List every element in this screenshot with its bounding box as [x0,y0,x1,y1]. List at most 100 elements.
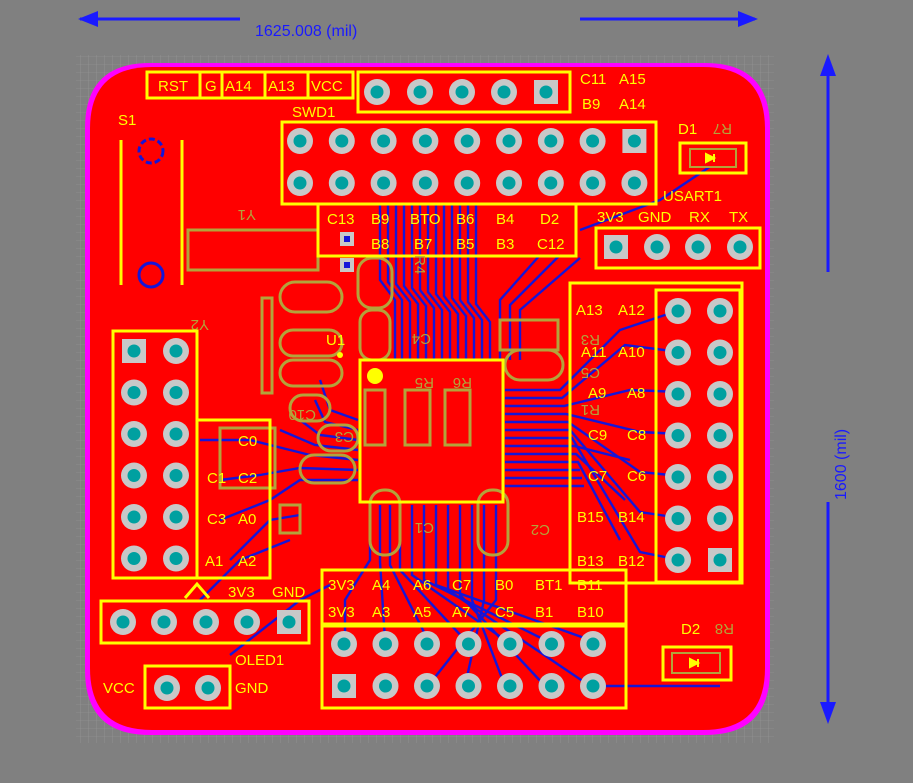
swd1-label: SWD1 [292,104,335,121]
pad-hole [497,85,511,99]
pad-hole [116,615,130,629]
pad-hole [691,240,705,254]
pad-hole [545,637,558,651]
svg-text:3V3: 3V3 [328,604,355,621]
svg-text:C5: C5 [495,604,514,621]
power-label-3v3: 3V3 [228,584,255,601]
svg-text:B10: B10 [577,604,604,621]
power-header-pin1-marker [183,581,211,599]
pad-hole [127,386,141,399]
pad-hole [157,615,171,629]
pin-label-vcc: VCC [311,78,343,95]
svg-text:A10: A10 [618,344,645,361]
dimension-horizontal [78,11,758,27]
pad-hole [713,553,727,567]
c5-label: C5 [581,364,600,381]
svg-text:B11: B11 [577,577,603,594]
switch-s1[interactable]: S1 [118,112,184,289]
label-d2: D2 [540,211,559,228]
svg-text:C7: C7 [452,577,471,594]
pad-hole [671,387,685,401]
r4-label: R4 [411,255,428,274]
svg-text:B1: B1 [535,604,553,621]
pad-hole [377,176,391,190]
pad-hole [169,552,183,565]
board-copper [90,67,765,730]
dimension-height-label: 1600 (mil) [833,429,850,500]
pad-hole [713,429,727,442]
label-c11: C11 [580,71,606,88]
svg-text:A8: A8 [627,385,645,402]
svg-text:A4: A4 [372,577,390,594]
pad-hole [502,176,516,190]
pad-hole [503,637,517,651]
c4-label: C4 [412,330,431,347]
r5-label: R5 [415,374,434,391]
r7-label: R7 [713,120,732,137]
d1-label: D1 [678,121,697,138]
pad-hole [169,469,183,482]
left-header-labels: C0 C1 C2 C3 A0 A1 A2 [205,433,257,570]
usart-label-3v3: 3V3 [597,209,624,226]
bottom-header-label-box [320,568,628,628]
label-b9-top: B9 [371,211,389,228]
pad-hole [379,679,392,693]
svg-text:A2: A2 [238,553,256,570]
pin-label-rst: RST [158,78,188,95]
svg-text:C1: C1 [207,470,226,487]
svg-text:B15: B15 [577,509,604,526]
pad-hole [671,304,685,318]
c2-label: C2 [531,521,550,538]
mcu-pin1-marker [367,368,383,384]
y1-label: Y1 [238,206,256,223]
svg-text:C3: C3 [207,511,226,528]
svg-text:A12: A12 [618,302,645,319]
r6-label: R6 [453,374,472,391]
label-c12: C12 [537,236,565,253]
mcu-bottom-passives [363,388,472,447]
label-b8: B8 [371,236,389,253]
pad-hole [201,681,215,695]
c1-label: C1 [415,519,434,536]
svg-text:A7: A7 [452,604,470,621]
svg-text:A13: A13 [576,302,603,319]
mcu-u1-outline [358,358,505,504]
pad-hole [169,510,183,524]
pad-hole [293,176,307,190]
usart1-outline [594,226,762,270]
usart-label-tx: TX [729,209,748,226]
pad-hole [713,346,727,359]
pin-label-a13: A13 [268,78,295,95]
s1-label: S1 [118,112,136,129]
pad-hole [502,134,516,148]
svg-text:A1: A1 [205,553,223,570]
through-hole-pads [110,79,753,701]
r8-label: R8 [715,620,734,637]
bottom-header-outline [320,622,628,710]
power-label-gnd: GND [272,584,306,601]
pad-hole [337,679,351,693]
pad-hole [713,512,727,525]
pin-label-a14: A14 [225,78,252,95]
pin-label-g: G [205,78,217,95]
pad-hole [671,429,685,442]
pad-hole [460,134,474,148]
u1-label: U1 [326,332,345,349]
pad-hole [503,679,517,693]
pad-hole [335,134,349,148]
pad-hole [544,176,558,190]
label-a14: A14 [619,96,646,113]
svg-text:C8: C8 [627,427,646,444]
pad-hole [462,679,475,693]
svg-text:C6: C6 [627,468,646,485]
pad-hole [671,553,685,567]
svg-text:C7: C7 [588,468,607,485]
pad-hole [733,240,747,254]
pad-hole [282,615,296,629]
pad-hole [127,469,141,482]
label-b9: B9 [582,96,600,113]
svg-text:BT1: BT1 [535,577,563,594]
pad-hole [169,344,183,358]
dimension-width-label: 1625.008 (mil) [255,23,357,40]
label-b6: B6 [456,211,474,228]
